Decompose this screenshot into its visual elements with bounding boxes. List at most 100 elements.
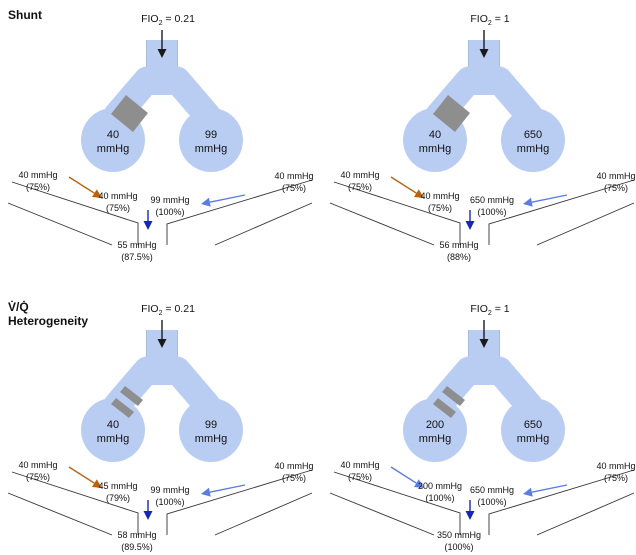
right-bronchus <box>163 66 221 129</box>
right-bronchus <box>485 66 543 129</box>
vessel-right-lower <box>214 202 313 246</box>
right-alveolar-value: 99 <box>205 419 217 431</box>
vessel-right-upper <box>166 469 313 535</box>
left-alveolar-value: 40 <box>107 419 119 431</box>
arrowhead-icon <box>143 511 153 520</box>
arrow-shaft <box>390 466 417 484</box>
right-alveolar-unit: mmHg <box>195 433 227 445</box>
pulmonary-vessels <box>7 469 313 536</box>
left-endcap-pressure: 40 mmHg <box>420 191 459 201</box>
venous-in-left-saturation: (75%) <box>348 182 372 192</box>
mixed-arterial-pressure: 56 mmHg <box>439 240 478 250</box>
fio2-label: FIO2 = 1 <box>470 303 509 317</box>
vessel-right-upper <box>488 179 635 245</box>
left-alveolar-unit: mmHg <box>97 433 129 445</box>
arrowhead-icon <box>91 189 102 198</box>
shunt-heading: Shunt <box>8 8 42 22</box>
venous-in-left-saturation: (75%) <box>26 472 50 482</box>
arrowhead-icon <box>413 479 424 488</box>
left-capillary-arrow <box>390 176 424 198</box>
mixed-blood-arrow <box>143 210 153 230</box>
venous-in-left-pressure: 40 mmHg <box>18 460 57 470</box>
arrow-shaft <box>390 176 417 194</box>
right-endcap-pressure: 650 mmHg <box>470 195 514 205</box>
vessel-right-upper <box>488 469 635 535</box>
right-alveolus <box>501 398 565 462</box>
right-endcap-pressure: 99 mmHg <box>150 195 189 205</box>
right-bronchus <box>485 356 543 419</box>
left-alveolar-value: 200 <box>426 419 444 431</box>
vessel-left-upper <box>11 471 139 535</box>
left-alveolar-unit: mmHg <box>419 143 451 155</box>
partial-obstruction-upper <box>442 386 465 406</box>
inspired-gas-arrow <box>157 320 167 348</box>
arrow-shaft <box>209 194 246 203</box>
mixed-arterial-saturation: (100%) <box>444 542 473 552</box>
venous-in-left-pressure: 40 mmHg <box>18 170 57 180</box>
arrowhead-icon <box>157 339 167 348</box>
venous-in-right-pressure: 40 mmHg <box>596 461 635 471</box>
airway <box>81 330 243 462</box>
right-endcap-saturation: (100%) <box>477 207 506 217</box>
vessel-right-lower <box>536 202 635 246</box>
right-alveolus <box>179 398 243 462</box>
venous-in-right-pressure: 40 mmHg <box>274 461 313 471</box>
right-endcap-saturation: (100%) <box>155 497 184 507</box>
right-capillary-arrow <box>201 194 246 207</box>
left-bronchus <box>103 356 161 419</box>
left-endcap-saturation: (75%) <box>106 203 130 213</box>
arrowhead-icon <box>465 511 475 520</box>
inspired-gas-arrow <box>157 30 167 58</box>
venous-in-left-saturation: (75%) <box>26 182 50 192</box>
vessel-right-upper <box>166 179 313 245</box>
mixed-arterial-saturation: (88%) <box>447 252 471 262</box>
fio2-label: FIO2 = 1 <box>470 13 509 27</box>
left-endcap-saturation: (100%) <box>425 493 454 503</box>
mixed-arterial-pressure: 55 mmHg <box>117 240 156 250</box>
right-endcap-pressure: 99 mmHg <box>150 485 189 495</box>
arrowhead-icon <box>157 49 167 58</box>
left-endcap-pressure: 200 mmHg <box>418 481 462 491</box>
pulmonary-vessels <box>329 179 635 246</box>
right-endcap-pressure: 650 mmHg <box>470 485 514 495</box>
arrow-shaft <box>68 176 95 194</box>
mixed-arterial-pressure: 350 mmHg <box>437 530 481 540</box>
airway <box>403 330 565 462</box>
right-alveolar-value: 99 <box>205 129 217 141</box>
arrowhead-icon <box>91 479 102 488</box>
bronchus-obstruction <box>111 95 148 132</box>
right-alveolar-value: 650 <box>524 129 542 141</box>
arrow-shaft <box>531 194 568 203</box>
panel-3: FIO2 = 0.21 40 mmHg 99 mmHg 40 mmHg (75%) 40 mm… <box>7 303 314 552</box>
vessel-left-upper <box>11 181 139 245</box>
vessel-right-lower <box>214 492 313 536</box>
bronchus-obstruction <box>433 95 470 132</box>
arrowhead-icon <box>523 487 533 497</box>
arrowhead-icon <box>201 487 211 497</box>
left-capillary-arrow <box>68 466 102 488</box>
vessel-left-lower <box>329 492 435 536</box>
venous-in-right-saturation: (75%) <box>604 473 628 483</box>
right-alveolar-unit: mmHg <box>517 143 549 155</box>
arrowhead-icon <box>201 197 211 207</box>
left-endcap-pressure: 40 mmHg <box>98 191 137 201</box>
left-capillary-arrow <box>390 466 424 488</box>
right-alveolar-value: 650 <box>524 419 542 431</box>
arrowhead-icon <box>479 49 489 58</box>
partial-obstruction-upper <box>120 386 143 406</box>
right-capillary-arrow <box>523 484 568 497</box>
left-alveolar-value: 40 <box>429 129 441 141</box>
right-alveolar-unit: mmHg <box>517 433 549 445</box>
venous-in-right-saturation: (75%) <box>282 183 306 193</box>
right-alveolus <box>179 108 243 172</box>
vq-heading-label: Heterogeneity <box>8 314 89 328</box>
venous-in-right-pressure: 40 mmHg <box>274 171 313 181</box>
right-capillary-arrow <box>523 194 568 207</box>
fio2-label: FIO2 = 0.21 <box>141 303 195 317</box>
venous-in-right-saturation: (75%) <box>604 183 628 193</box>
vessel-left-lower <box>7 202 113 246</box>
vessel-left-lower <box>7 492 113 536</box>
